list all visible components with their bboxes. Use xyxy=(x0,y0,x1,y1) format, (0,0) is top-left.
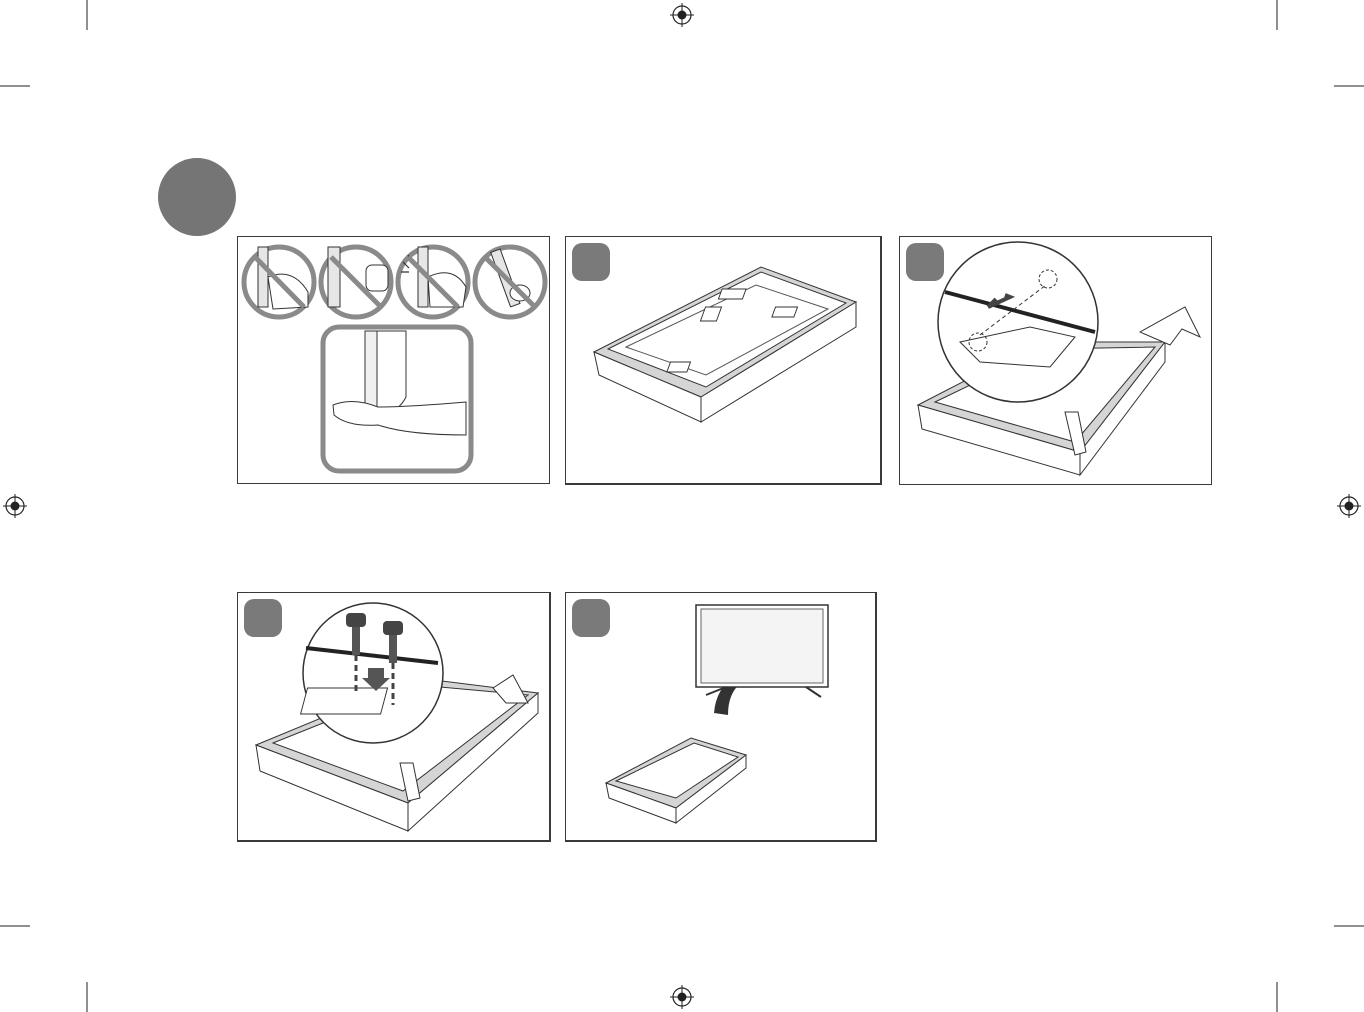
section-marker xyxy=(158,158,236,236)
step-3-panel xyxy=(237,592,551,842)
prohibition-icon xyxy=(475,247,545,317)
step-badge xyxy=(244,599,282,637)
step-1-panel xyxy=(565,236,882,485)
warnings-panel xyxy=(237,236,550,484)
prohibition-icon xyxy=(398,247,468,317)
step-badge xyxy=(906,243,944,281)
fasten-screws-illustration xyxy=(238,593,550,841)
registration-crosshair-icon xyxy=(670,3,694,27)
prohibition-icon xyxy=(244,247,314,317)
lift-tv-illustration xyxy=(566,593,876,841)
step-badge xyxy=(572,243,610,281)
correct-handling-icon xyxy=(323,327,471,471)
step-4-panel xyxy=(565,592,877,842)
step-badge xyxy=(572,599,610,637)
step-2-panel xyxy=(899,236,1212,485)
prohibition-icon xyxy=(321,247,391,317)
registration-crosshair-icon xyxy=(670,985,694,1009)
attach-stand-illustration xyxy=(900,237,1211,484)
registration-crosshair-icon xyxy=(1337,494,1361,518)
tv-face-down-illustration xyxy=(566,237,881,484)
handling-warnings-illustration xyxy=(238,237,549,483)
registration-crosshair-icon xyxy=(3,494,27,518)
